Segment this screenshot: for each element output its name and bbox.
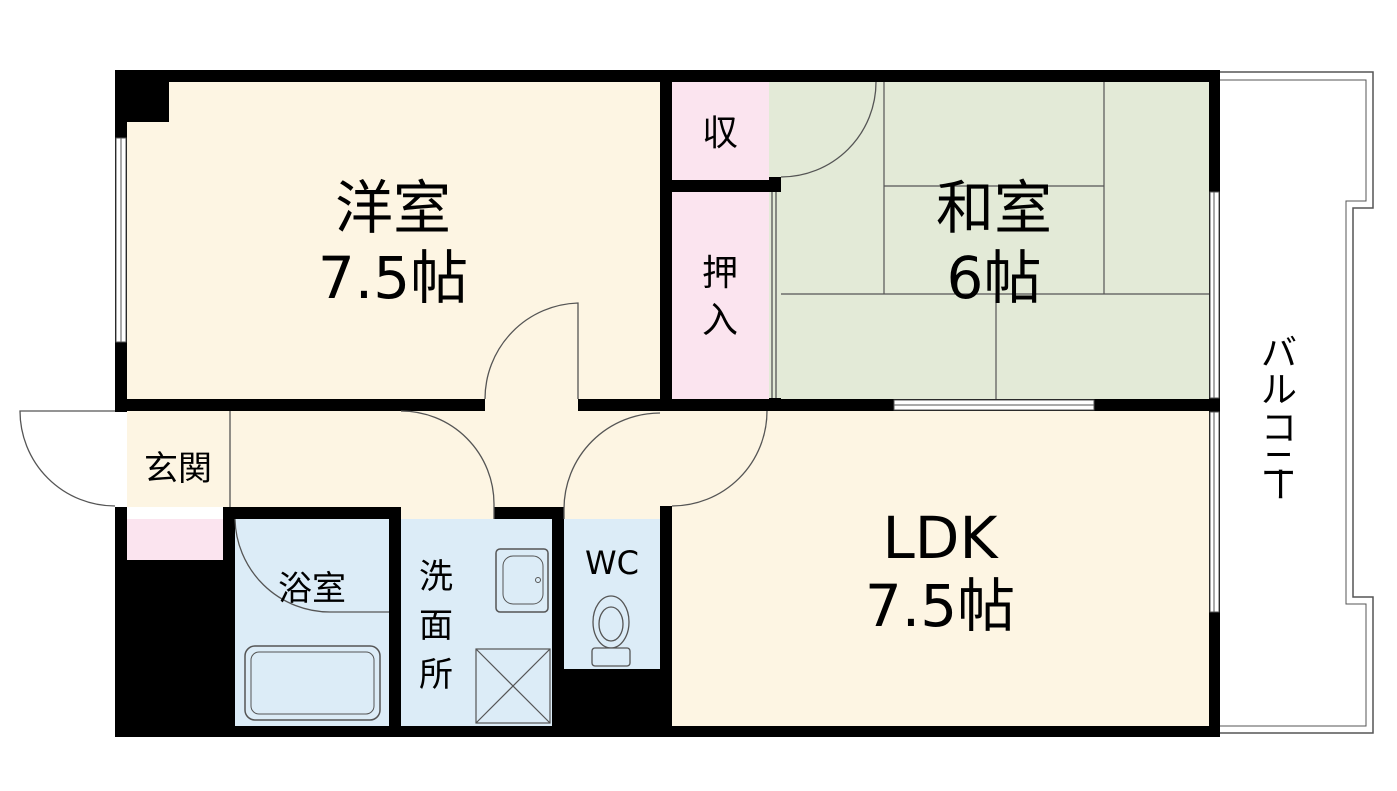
wash-label-2: 面 (419, 606, 453, 646)
balcony-label-2: ル (1261, 370, 1297, 411)
toilet-label: WC (585, 544, 639, 582)
washer-space (475, 648, 551, 724)
ldk-label: LDK 7.5帖 (865, 504, 1015, 640)
storage-label: 収 (702, 113, 738, 154)
door-swings (19, 81, 877, 613)
entrance-label: 玄関 (144, 449, 212, 489)
windows (115, 137, 1220, 613)
japanese-room-size: 6帖 (947, 244, 1042, 312)
bath-label: 浴室 (278, 569, 346, 609)
balcony-outline (1220, 71, 1374, 734)
hallway (127, 411, 660, 507)
wash-basin (495, 548, 549, 613)
entrance-storage (127, 519, 223, 560)
closet-label-1: 押 (702, 253, 738, 294)
storage-room (672, 82, 769, 180)
balcony-label-3: コ (1261, 408, 1297, 449)
basin-bowl (502, 555, 544, 605)
western-room (127, 82, 660, 399)
japanese-room-name: 和室 (936, 174, 1052, 242)
closet-room (672, 192, 769, 399)
western-room-name: 洋室 (335, 174, 451, 242)
wash-label-3: 所 (419, 655, 453, 695)
balcony-inner-line (1220, 79, 1367, 727)
ldk-size: 7.5帖 (865, 572, 1015, 640)
balcony-label-1: バ (1261, 333, 1297, 374)
bathtub (244, 645, 381, 721)
japanese-room (781, 82, 1209, 399)
ldk-room (672, 411, 1209, 726)
western-room-size: 7.5帖 (318, 244, 468, 312)
toilet-icon (591, 595, 631, 667)
corner-column (115, 70, 169, 122)
balcony-label-5: ー (1258, 466, 1299, 502)
balcony-label: バ ル コ ニ ー (1258, 333, 1299, 502)
japanese-room-label: 和室 6帖 (936, 174, 1052, 312)
tatami-lines (781, 82, 1209, 399)
bathtub-inner (250, 651, 375, 715)
ldk-name: LDK (882, 504, 999, 572)
closet-label-2: 入 (702, 300, 738, 341)
faucet-icon (535, 577, 541, 583)
western-room-label: 洋室 7.5帖 (318, 174, 468, 312)
wash-label-1: 洗 (419, 557, 453, 597)
balcony-label-4: ニ (1261, 444, 1297, 485)
